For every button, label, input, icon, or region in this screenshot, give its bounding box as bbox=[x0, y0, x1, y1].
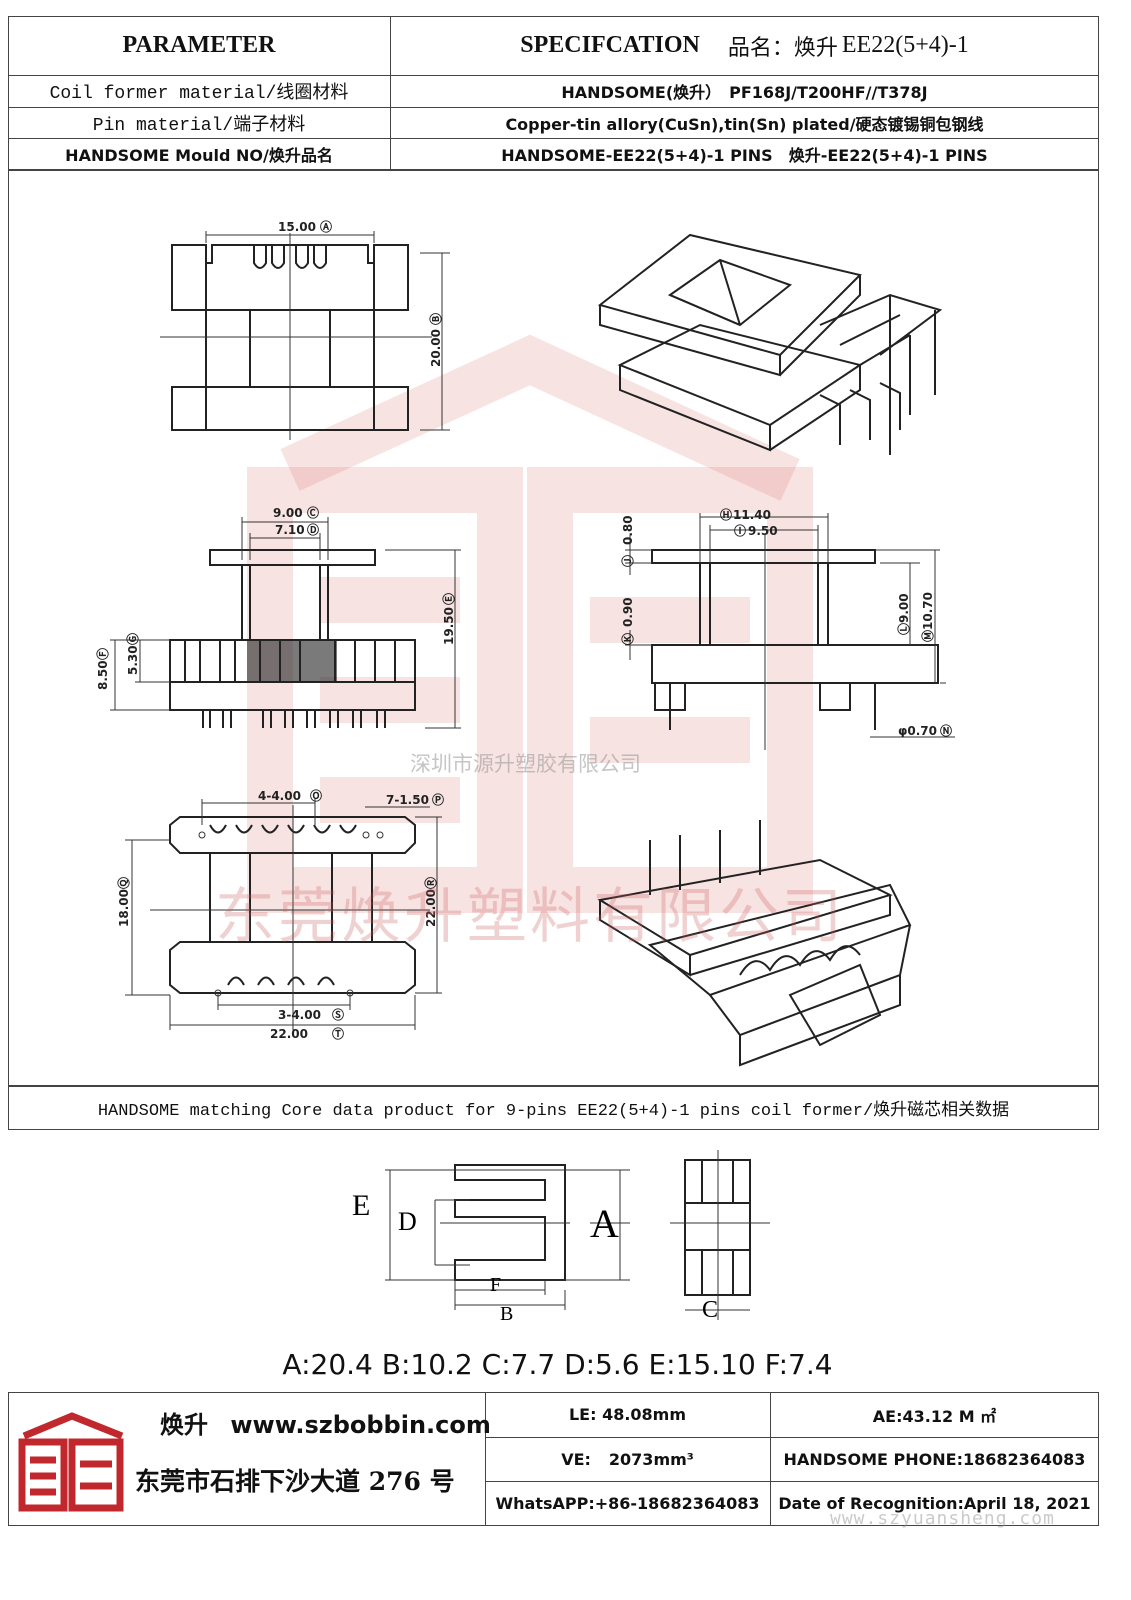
side-d2-dim: 7.10 bbox=[275, 523, 305, 537]
isometric-view-top bbox=[597, 233, 943, 455]
bottom-height-left-dim: 18.00 bbox=[117, 889, 131, 927]
param-value-pin: Copper-tin allory(CuSn),tin(Sn) plated/硬… bbox=[505, 114, 984, 134]
side-d2-mark: Ⓓ bbox=[307, 522, 319, 537]
specification-label: SPECIFCATION bbox=[520, 32, 700, 58]
end-d4-dim: 0.90 bbox=[621, 597, 635, 627]
brand-name: 焕升 bbox=[160, 1411, 208, 1439]
bottom-pitch-bottom-dim: 3-4.00 bbox=[278, 1008, 321, 1022]
end-d3-dim: 0.80 bbox=[621, 515, 635, 545]
watermark-logo bbox=[247, 334, 813, 913]
ve-value: VE: 2073mm³ bbox=[485, 1437, 770, 1481]
param-label-coil: Coil former material/线圈材料 bbox=[49, 84, 349, 104]
bottom-height-right-dim: 22.00 bbox=[424, 889, 438, 927]
drawing-area bbox=[8, 170, 1099, 1086]
end-d4-mark: Ⓚ bbox=[620, 633, 635, 645]
end-pin-dia-dim: φ0.70 bbox=[898, 724, 937, 738]
side-d4-mark: Ⓕ bbox=[95, 648, 110, 660]
bottom-height-left-mark: Ⓠ bbox=[116, 877, 131, 889]
core-label-a: A bbox=[590, 1201, 619, 1246]
end-d2-mark: Ⓘ bbox=[734, 523, 746, 538]
spec-table bbox=[8, 16, 1099, 170]
company-logo-icon bbox=[18, 1412, 124, 1512]
end-d2-dim: 9.50 bbox=[748, 524, 778, 538]
core-label-b: B bbox=[500, 1303, 513, 1325]
core-title-box bbox=[8, 1086, 1099, 1130]
product-name-prefix: 品名：焕升 bbox=[727, 35, 838, 61]
top-view-drawing: 15.00 Ⓐ 20.00 Ⓑ bbox=[160, 219, 450, 440]
bottom-pitch-bottom-mark: Ⓢ bbox=[332, 1007, 344, 1022]
end-d5-dim: 9.00 bbox=[897, 593, 911, 623]
bottom-height-right-mark: Ⓡ bbox=[423, 877, 438, 889]
end-d3-mark: Ⓙ bbox=[620, 555, 635, 567]
le-value: LE: 48.08mm bbox=[568, 1405, 687, 1424]
core-title: HANDSOME matching Core data product for … bbox=[97, 1102, 1010, 1121]
side-d1-mark: Ⓒ bbox=[307, 505, 319, 520]
side-d4-dim: 8.50 bbox=[96, 660, 110, 690]
watermark-company: 深圳市源升塑胶有限公司 bbox=[410, 752, 641, 776]
side-d5-mark: Ⓖ bbox=[125, 633, 140, 645]
footer-table bbox=[8, 1392, 1099, 1526]
bottom-width-mark: Ⓣ bbox=[332, 1026, 344, 1041]
bottom-pin-top-mark: Ⓟ bbox=[432, 792, 444, 807]
bottom-pitch-top-mark: Ⓞ bbox=[310, 788, 322, 803]
param-label-pin: Pin material/端子材料 bbox=[92, 115, 306, 136]
phone-value: HANDSOME PHONE:18682364083 bbox=[783, 1449, 1086, 1469]
bottom-view-drawing: 4-4.00 Ⓞ 7-1.50 Ⓟ 18.00 Ⓠ 22.00 Ⓡ 3-4.00… bbox=[116, 788, 444, 1041]
core-label-c: C bbox=[702, 1297, 718, 1323]
bottom-pin-top-dim: 7-1.50 bbox=[386, 793, 429, 807]
end-view-drawing: 11.40 Ⓗ 9.50 Ⓘ 0.80 Ⓙ 0.90 Ⓚ 9.00 Ⓛ 10.7… bbox=[620, 507, 955, 750]
side-d5-dim: 5.30 bbox=[126, 645, 140, 675]
top-height-mark: Ⓑ bbox=[428, 313, 443, 325]
website-link[interactable]: www.szbobbin.com bbox=[230, 1411, 491, 1439]
end-d5-mark: Ⓛ bbox=[896, 623, 911, 635]
end-d1-mark: Ⓗ bbox=[720, 507, 732, 522]
date-value: Date of Recognition:April 18, 2021 bbox=[778, 1494, 1091, 1513]
company-brand: 焕升 www.szbobbin.com bbox=[160, 1405, 491, 1440]
parameter-header: PARAMETER bbox=[122, 32, 276, 58]
param-value-coil: HANDSOME(焕升） PF168J/T200HF//T378J bbox=[561, 83, 928, 102]
ve-number: 2073mm³ bbox=[608, 1449, 694, 1469]
whatsapp-value: WhatsAPP:+86-18682364083 bbox=[495, 1494, 760, 1513]
specification-header: SPECIFCATION 品名：焕升 EE22(5+4)-1 bbox=[390, 16, 1099, 75]
core-label-e: E bbox=[352, 1189, 370, 1222]
top-width-mark: Ⓐ bbox=[320, 219, 332, 234]
ae-value: AE:43.12 M ㎡ bbox=[872, 1406, 997, 1426]
side-view-drawing: 9.00 Ⓒ 7.10 Ⓓ 19.50 Ⓔ 8.50 Ⓕ 5.30 Ⓖ bbox=[95, 505, 461, 729]
isometric-view-bottom bbox=[597, 820, 912, 1067]
company-address: 东莞市石排下沙大道 276 号 bbox=[135, 1467, 455, 1496]
core-dimensions: A:20.4 B:10.2 C:7.7 D:5.6 E:15.10 F:7.4 bbox=[282, 1347, 833, 1381]
top-height-dim: 20.00 bbox=[429, 329, 443, 367]
side-d1-dim: 9.00 bbox=[273, 506, 303, 520]
bottom-pitch-top-dim: 4-4.00 bbox=[258, 789, 301, 803]
end-d6-dim: 10.70 bbox=[921, 592, 935, 630]
end-d1-dim: 11.40 bbox=[733, 508, 771, 522]
side-d3-dim: 19.50 bbox=[442, 607, 456, 645]
end-d6-mark: Ⓜ bbox=[920, 630, 935, 642]
end-pin-dia-mark: Ⓝ bbox=[940, 723, 952, 738]
bottom-width-dim: 22.00 bbox=[270, 1027, 308, 1041]
ve-label: VE: bbox=[561, 1449, 591, 1469]
watermark-url: www.szyuansheng.com bbox=[830, 1508, 1055, 1529]
param-value-mould: HANDSOME-EE22(5+4)-1 PINS 焕升-EE22(5+4)-1… bbox=[501, 146, 988, 165]
core-label-f: F bbox=[490, 1274, 501, 1296]
core-label-d: D bbox=[398, 1207, 417, 1236]
watermark-big: 东莞焕升塑料有限公司 bbox=[215, 882, 845, 952]
param-label-mould: HANDSOME Mould NO/焕升品名 bbox=[65, 146, 333, 165]
side-d3-mark: Ⓔ bbox=[441, 593, 456, 605]
core-drawing: E D A F B C bbox=[352, 1150, 770, 1325]
top-width-dim: 15.00 bbox=[278, 220, 316, 234]
product-name-model: EE22(5+4)-1 bbox=[841, 32, 969, 58]
